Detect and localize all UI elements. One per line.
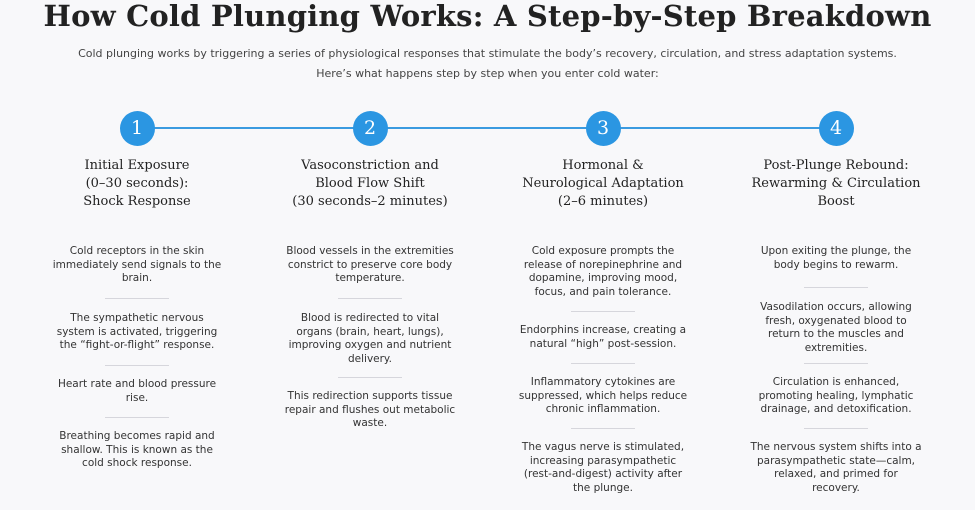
page-title: How Cold Plunging Works: A Step-by-Step … [43, 0, 932, 33]
step-detail-line: Inflammatory cytokines are [530, 376, 676, 388]
step-detail-line: Endorphins increase, creating a [519, 324, 687, 336]
step-detail-line: recovery. [812, 481, 860, 494]
step-detail-line: Upon exiting the plunge, the [760, 245, 912, 257]
step-heading-line: Hormonal & [562, 158, 644, 173]
step-3-number-badge: 3 [585, 111, 621, 146]
step-detail-line: extremities. [804, 341, 868, 354]
step-heading-line: Blood Flow Shift [315, 176, 425, 191]
step-detail-line: Blood is redirected to vital [300, 312, 440, 324]
step-heading-line: (0–30 seconds): [85, 176, 189, 191]
step-3-heading: Hormonal & Neurological Adaptation (2–6 mi… [488, 157, 718, 211]
step-detail-item: The vagus nerve is stimulated,increasing… [488, 441, 718, 495]
step-detail-line: parasympathetic state—calm, [756, 454, 916, 467]
step-detail-line: constrict to preserve core body [287, 258, 453, 271]
step-detail-line: (rest-and-digest) activity after [523, 468, 683, 480]
step-heading-line: Vasoconstriction and [301, 158, 439, 173]
step-detail-line: waste. [352, 417, 388, 429]
step-4-heading: Post-Plunge Rebound: Rewarming & Circulat… [721, 157, 951, 211]
timeline-connector [138, 127, 838, 129]
step-detail-line: brain. [121, 272, 153, 284]
item-divider [804, 363, 868, 364]
step-detail-line: Cold exposure prompts the [531, 245, 675, 257]
step-detail-line: relaxed, and primed for [774, 468, 898, 480]
step-2-number-badge: 2 [352, 111, 388, 146]
step-detail-line: drainage, and detoxification. [760, 403, 912, 415]
step-heading-line: Post-Plunge Rebound: [763, 158, 909, 173]
step-1-heading: Initial Exposure (0–30 seconds): Shock Res… [22, 157, 252, 211]
step-detail-line: Cold receptors in the skin [69, 245, 205, 257]
step-detail-line: increasing parasympathetic [529, 454, 677, 467]
step-detail-line: temperature. [335, 272, 405, 284]
step-detail-line: shallow. This is known as the [61, 443, 213, 456]
step-detail-line: dopamine, improving mood, [528, 272, 678, 284]
item-divider [105, 417, 169, 418]
step-detail-line: repair and flushes out metabolic [284, 403, 456, 416]
step-detail-line: system is activated, triggering [56, 325, 218, 338]
step-detail-line: fresh, oxygenated blood to [765, 314, 907, 327]
step-detail-line: the “fight-or-flight” response. [59, 339, 215, 351]
step-heading-line: Rewarming & Circulation [751, 176, 921, 191]
step-heading-line: Neurological Adaptation [522, 176, 684, 191]
item-divider [571, 311, 635, 312]
step-detail-line: promoting healing, lymphatic [758, 389, 914, 402]
step-detail-line: suppressed, which helps reduce [518, 389, 688, 402]
step-detail-line: This redirection supports tissue [287, 390, 453, 402]
step-detail-line: return to the muscles and [768, 328, 904, 340]
item-divider [571, 363, 635, 364]
item-divider [338, 298, 402, 299]
step-detail-line: chronic inflammation. [545, 403, 661, 415]
step-detail-line: improving oxygen and nutrient [288, 339, 452, 351]
item-divider [804, 287, 868, 288]
step-detail-line: Heart rate and blood pressure [57, 378, 217, 390]
step-heading-line: (30 seconds–2 minutes) [292, 194, 448, 209]
step-detail-line: Blood vessels in the extremities [286, 245, 454, 257]
step-detail-line: Vasodilation occurs, allowing [760, 301, 912, 313]
item-divider [804, 428, 868, 429]
step-detail-line: rise. [125, 391, 149, 404]
step-detail-line: organs (brain, heart, lungs), [296, 325, 444, 338]
step-4-number-badge: 4 [818, 111, 854, 146]
intro-line-1: Cold plunging works by triggering a seri… [78, 47, 897, 60]
step-detail-line: natural “high” post-session. [529, 337, 677, 350]
step-detail-line: The nervous system shifts into a [750, 441, 922, 453]
step-detail-line: delivery. [347, 352, 392, 365]
step-detail-line: The vagus nerve is stimulated, [521, 441, 685, 453]
step-detail-line: body begins to rewarm. [773, 258, 899, 271]
step-heading-line: (2–6 minutes) [557, 194, 649, 209]
step-detail-line: immediately send signals to the [52, 258, 222, 271]
step-detail-line: the plunge. [573, 481, 633, 494]
step-detail-line: cold shock response. [82, 457, 192, 469]
item-divider [338, 377, 402, 378]
step-heading-line: Boost [817, 194, 855, 209]
step-detail-line: Breathing becomes rapid and [59, 430, 215, 442]
step-1-number-badge: 1 [119, 111, 155, 146]
item-divider [571, 428, 635, 429]
step-heading-line: Shock Response [83, 194, 191, 209]
item-divider [105, 365, 169, 366]
step-detail-line: focus, and pain tolerance. [534, 285, 672, 298]
item-divider [105, 298, 169, 299]
step-detail-item: Circulation is enhanced,promoting healin… [721, 376, 951, 417]
step-detail-line: The sympathetic nervous [70, 312, 204, 324]
step-heading-line: Initial Exposure [84, 158, 190, 173]
intro-line-2: Here’s what happens step by step when yo… [316, 67, 659, 80]
step-detail-line: release of norepinephrine and [523, 258, 683, 271]
step-detail-line: Circulation is enhanced, [772, 376, 900, 388]
